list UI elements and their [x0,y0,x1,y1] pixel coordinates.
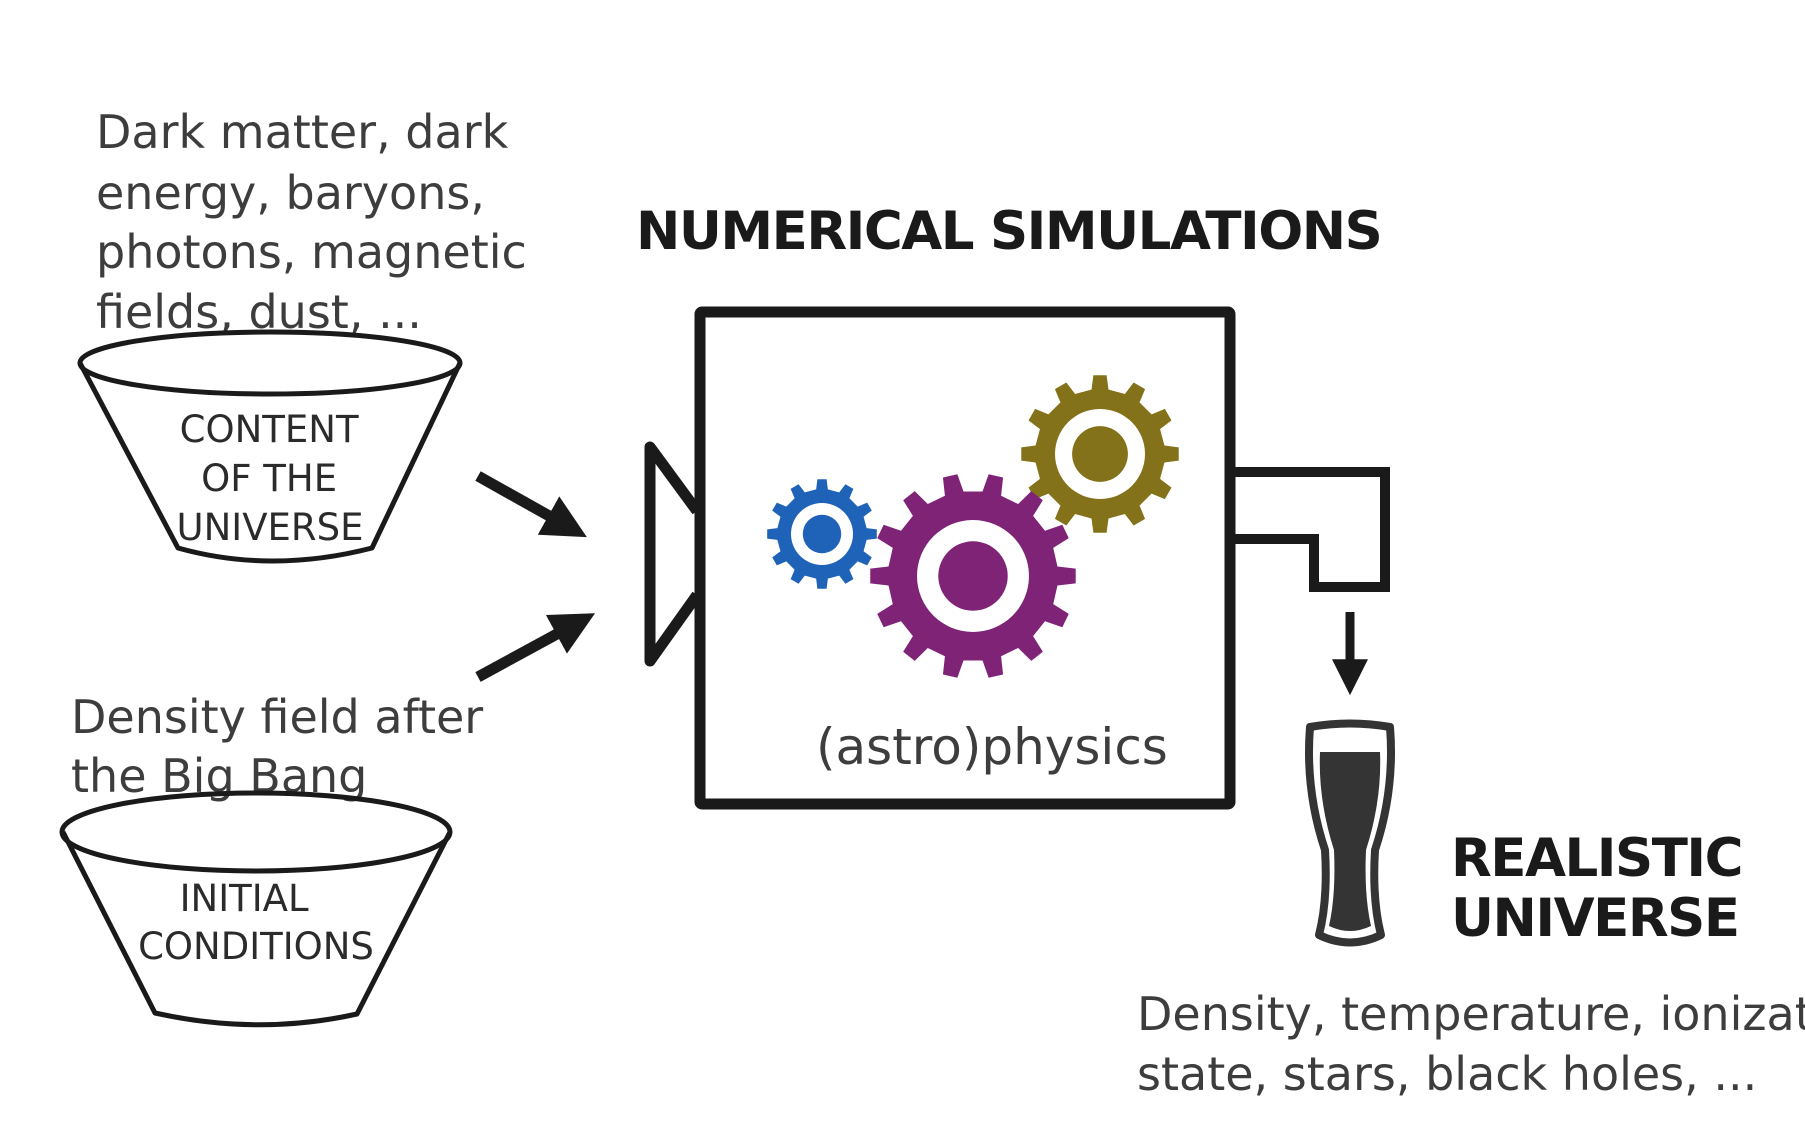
intake-funnel [644,441,702,667]
olive-gear-hole [1072,426,1128,482]
content-bowl-rim [77,329,463,397]
blue-gear-icon [767,479,877,589]
physics-label: (astro)physics [816,718,1168,776]
machine-title: NUMERICAL SIMULATIONS [636,201,1381,262]
purple-gear-icon [870,474,1076,678]
initial-label: INITIAL CONDITIONS [138,877,374,968]
outlet-pipe [1230,467,1390,592]
blue-gear-teeth [767,479,877,589]
beer-liquid [1319,752,1381,931]
blue-gear-hole [802,514,842,554]
output-title: REALISTIC UNIVERSE [1451,828,1759,949]
content-label: CONTENT OF THE UNIVERSE [177,408,371,549]
content-bowl-body [77,361,463,564]
initial-description: Density field after the Big Bang [71,690,498,803]
initial-bowl-body [60,830,453,1028]
content-description: Dark matter, dark energy, baryons, photo… [96,105,541,339]
purple-gear-teeth [870,474,1076,678]
purple-gear-hole [938,541,1008,611]
initial-bowl-rim [59,790,453,874]
simulation-machine: NUMERICAL SIMULATIONS (astro)physics [636,201,1390,810]
beer-glass-icon [1305,719,1395,947]
content-bowl: Dark matter, dark energy, baryons, photo… [77,105,541,564]
initial-conditions-arrow [475,613,596,682]
content-arrow [475,471,587,538]
olive-gear-icon [1021,375,1179,533]
initial-conditions-bowl: Density field after the Big Bang INITIAL… [59,690,498,1028]
output-description: Density, temperature, ionization state, … [1137,987,1805,1101]
olive-gear-teeth [1021,375,1179,533]
